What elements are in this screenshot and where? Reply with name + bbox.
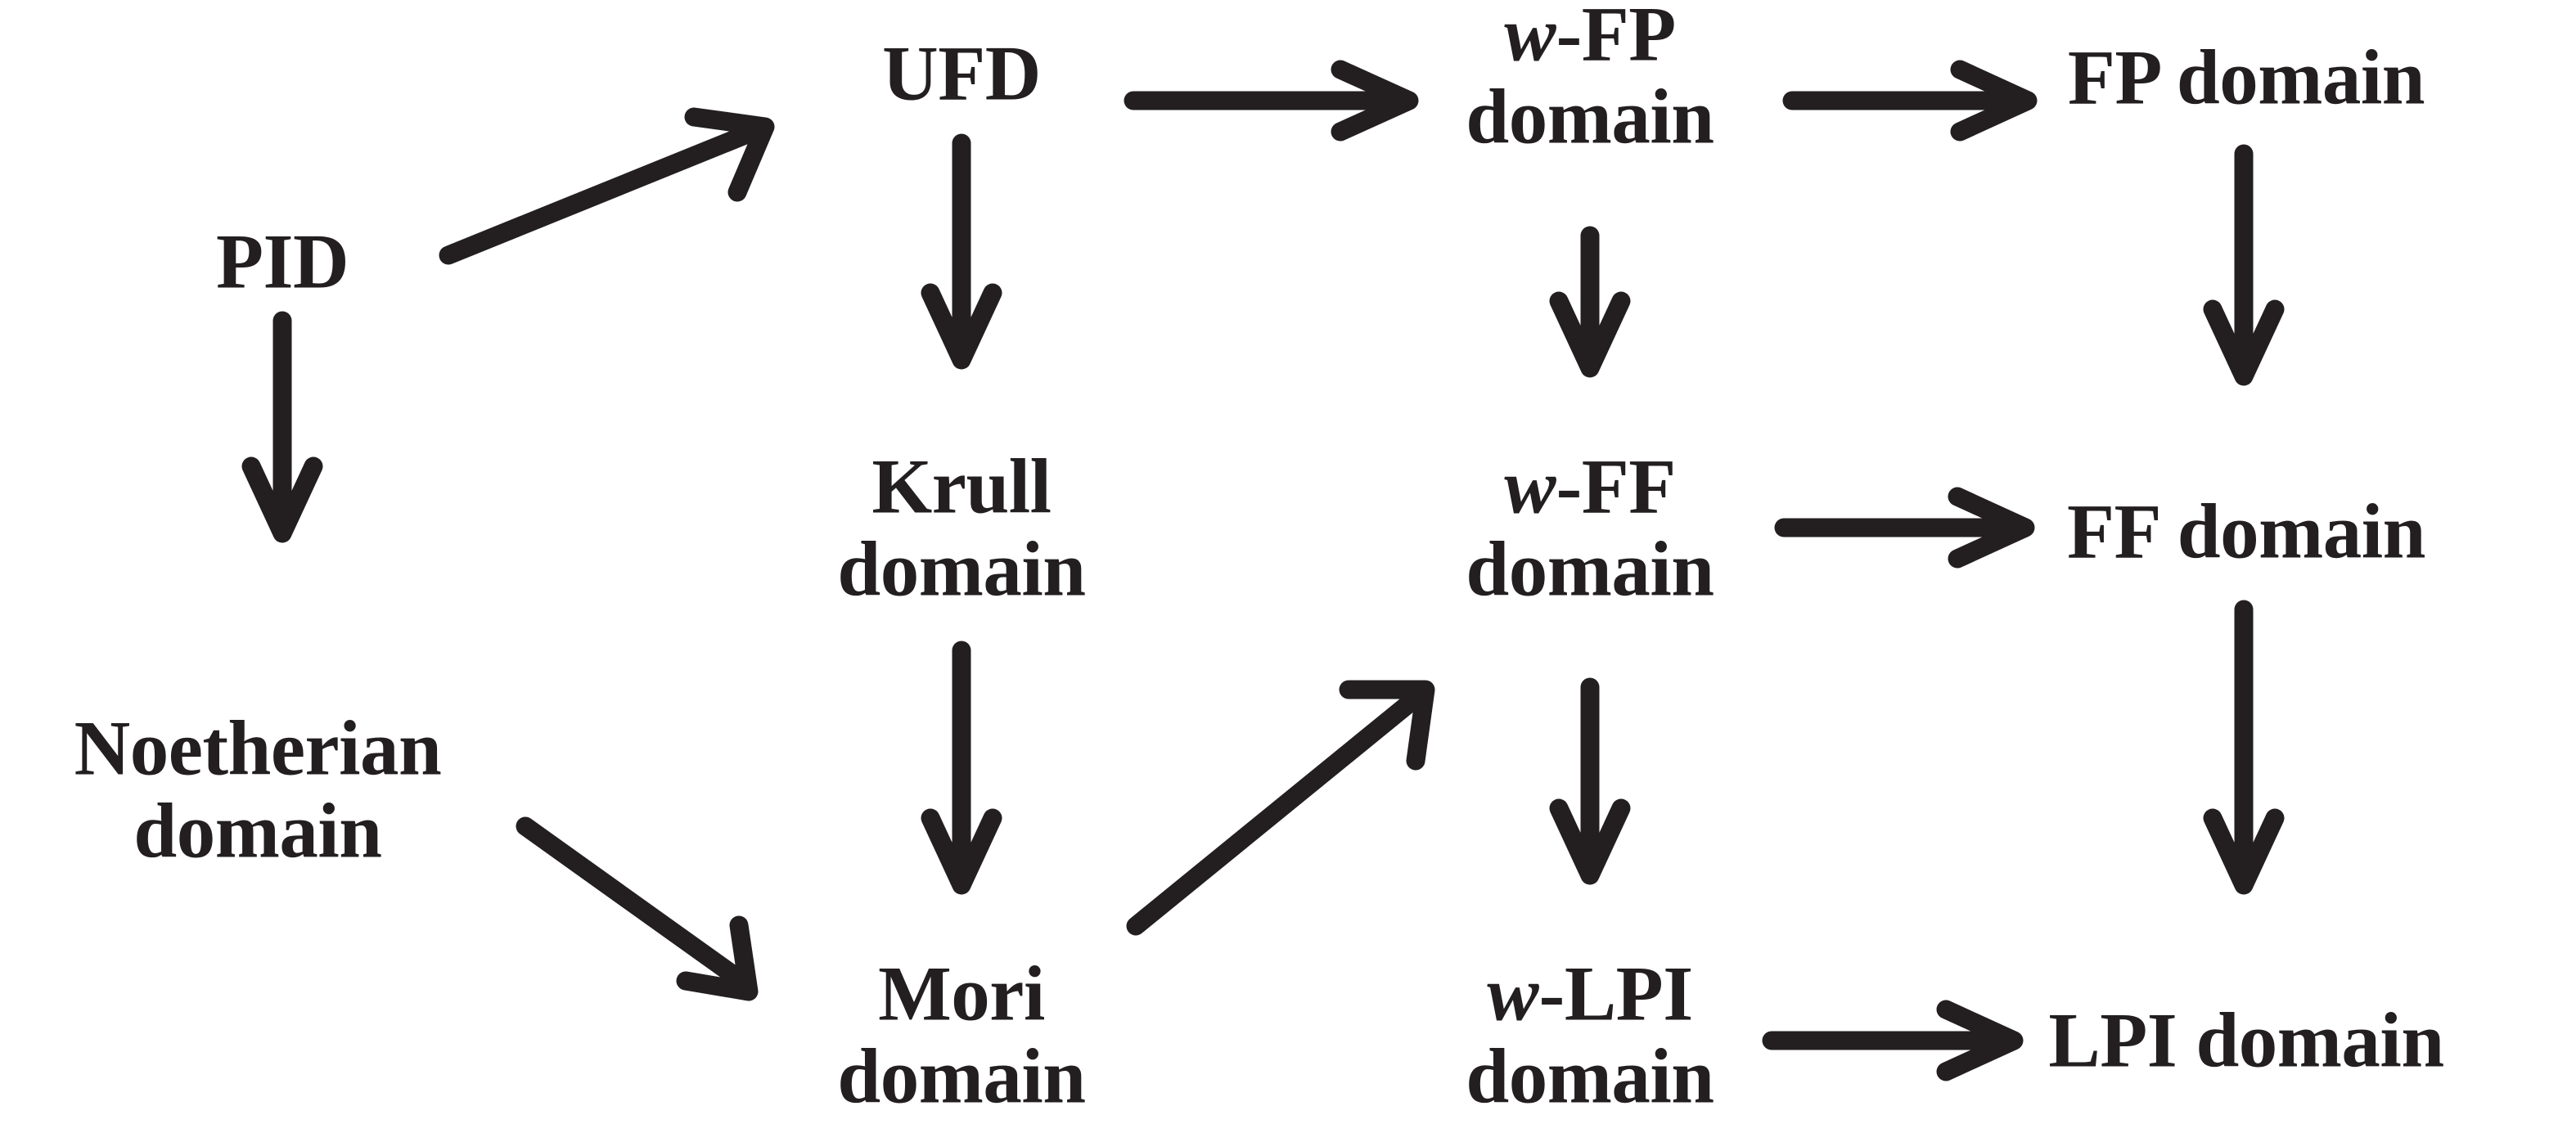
edge-mori-to-wff (1126, 680, 1435, 936)
node-krull-line2: domain (837, 525, 1086, 612)
node-w-lpi-domain[interactable]: w-LPI domain (1466, 952, 1714, 1117)
edge-wfp-to-wff (1549, 226, 1631, 378)
node-ufd[interactable]: UFD (882, 29, 1041, 117)
edge-fp-to-ff (2203, 144, 2285, 386)
node-w-lpi-line1: -LPI (1538, 950, 1694, 1037)
node-w-fp-line2: domain (1466, 73, 1714, 160)
edge-krull-to-mori (921, 641, 1002, 895)
node-mori-line1: Mori (878, 950, 1045, 1037)
edge-ufd-to-wfp (1124, 60, 1419, 142)
node-w-fp-prefix: w (1504, 0, 1556, 78)
edge-wfp-to-fp (1782, 60, 2038, 142)
node-w-fp-line1: -FP (1556, 0, 1677, 78)
node-lpi-domain[interactable]: LPI domain (2048, 996, 2444, 1084)
node-krull-domain[interactable]: Krull domain (837, 443, 1086, 612)
node-w-lpi-prefix: w (1487, 950, 1539, 1037)
edge-wff-to-wlpi (1549, 677, 1631, 885)
node-pid-label: PID (215, 218, 349, 305)
node-w-fp-domain[interactable]: w-FP domain (1466, 0, 1714, 158)
node-lpi-label: LPI domain (2048, 996, 2444, 1084)
node-krull-line1: Krull (871, 443, 1052, 530)
node-noetherian-line1: Noetherian (74, 704, 442, 792)
edge-noetherian-to-mori (516, 816, 759, 1001)
edge-wff-to-ff (1774, 487, 2035, 569)
node-w-ff-prefix: w (1504, 443, 1556, 530)
edge-pid-to-ufd (439, 107, 775, 265)
node-ff-domain[interactable]: FF domain (2067, 488, 2425, 575)
edge-pid-to-noetherian (241, 311, 323, 543)
node-w-ff-line1: -FF (1556, 443, 1677, 530)
node-ufd-label: UFD (882, 29, 1041, 117)
edge-ufd-to-krull (921, 133, 1002, 370)
node-fp-label: FP domain (2067, 34, 2425, 121)
node-mori-domain[interactable]: Mori domain (837, 950, 1086, 1119)
node-mori-line2: domain (837, 1032, 1086, 1119)
node-noetherian-domain[interactable]: Noetherian domain (74, 707, 442, 871)
node-fp-domain[interactable]: FP domain (2067, 34, 2425, 121)
edge-wlpi-to-lpi (1762, 1000, 2024, 1081)
edge-ff-to-lpi (2203, 600, 2285, 895)
node-w-ff-line2: domain (1466, 525, 1714, 612)
node-pid[interactable]: PID (215, 218, 349, 305)
node-ff-label: FF domain (2067, 488, 2425, 575)
node-w-ff-domain[interactable]: w-FF domain (1466, 445, 1714, 609)
node-noetherian-line2: domain (133, 787, 382, 874)
node-w-lpi-line2: domain (1466, 1032, 1714, 1119)
